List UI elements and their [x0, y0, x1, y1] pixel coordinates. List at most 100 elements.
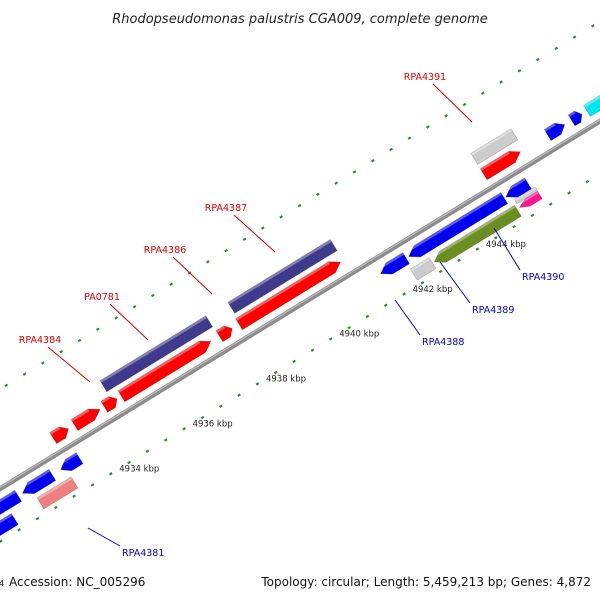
gene-red-small-bevel	[216, 326, 225, 333]
gene-red-long	[117, 340, 212, 403]
footer-summary: Topology: circular; Length: 5,459,213 bp…	[260, 575, 591, 589]
gene-red-short	[479, 151, 521, 181]
tick-dot-upper	[41, 361, 45, 365]
tick-dot-lower	[457, 258, 461, 263]
gene-label: RPA4384	[19, 335, 61, 346]
footer-edge-digit: 4	[0, 579, 4, 588]
gene-navy-bevel	[100, 315, 208, 383]
tick-dot-upper	[4, 383, 9, 388]
tick-dot-upper	[22, 372, 27, 376]
tick-dot-lower	[475, 247, 480, 251]
tick-dot-upper	[535, 57, 540, 62]
tick-dot-upper	[554, 46, 558, 51]
gene-label: RPA4381	[122, 548, 164, 559]
footer-accession: Accession: NC_005296	[9, 575, 145, 589]
tick-dot-lower	[493, 236, 498, 240]
gene-blue-bevel	[405, 192, 503, 254]
tick-dot-lower	[585, 179, 590, 184]
tick-dot-lower	[17, 528, 21, 532]
gene-red-small	[49, 426, 69, 445]
leader-line	[394, 299, 421, 336]
gene-label: RPA4389	[472, 305, 514, 316]
tick-dot-upper	[242, 237, 247, 242]
tick-dot-lower	[402, 292, 406, 296]
tick-dot-upper	[59, 349, 64, 354]
tick-dot-upper	[95, 327, 100, 331]
tick-label: 4938 kbp	[266, 375, 306, 385]
gene-label: RPA4390	[522, 272, 564, 283]
tick-dot-upper	[389, 147, 394, 152]
gene-salmon	[36, 476, 79, 510]
tick-dot-lower	[328, 337, 333, 341]
gene-blue-small-bevel	[568, 111, 576, 117]
tick-dot-upper	[370, 158, 375, 163]
gene-red-small-bevel	[100, 396, 110, 404]
tick-dot-upper	[77, 338, 82, 343]
backbone-line	[0, 118, 600, 492]
tick-dot-lower	[127, 460, 131, 465]
tick-dot-lower	[163, 438, 168, 442]
tick-dot-upper	[169, 282, 174, 286]
gene-red-small	[100, 396, 118, 413]
gene-red-small-bevel	[71, 409, 90, 422]
tick-dot-upper	[480, 91, 485, 96]
leader-line	[432, 83, 473, 123]
gene-gray	[470, 128, 519, 165]
gene-navy	[227, 239, 338, 314]
tick-dot-upper	[279, 215, 284, 219]
tick-label: 4934 kbp	[119, 465, 159, 475]
leader-line	[87, 527, 121, 547]
gene-blue-bevel	[502, 177, 526, 194]
gene-gray-bevel	[514, 186, 537, 202]
tick-dot-lower	[567, 191, 571, 195]
tick-dot-lower	[218, 404, 223, 409]
gene-features	[0, 95, 600, 537]
gene-blue	[60, 452, 84, 472]
gene-red-long	[235, 261, 341, 331]
tick-dot-upper	[499, 80, 504, 84]
tick-dot-lower	[90, 483, 95, 487]
tick-dot-lower	[237, 393, 241, 397]
gene-label: RPA4391	[404, 72, 446, 83]
gene-blue-bevel	[0, 513, 13, 524]
gene-gray-bevel	[410, 257, 431, 272]
tick-dot-upper	[224, 248, 229, 253]
gene-cyan-bevel	[583, 95, 600, 108]
gene-olive-bevel	[430, 205, 516, 259]
gene-labels: RPA4384PA0781RPA4386RPA4387RPA4391RPA438…	[19, 72, 565, 559]
tick-dot-lower	[420, 281, 425, 285]
leader-line	[109, 303, 149, 341]
tick-dot-lower	[347, 325, 351, 330]
gene-red-small	[70, 408, 101, 432]
tick-dot-lower	[438, 269, 443, 274]
gene-blue-small-bevel	[544, 123, 556, 132]
gene-navy	[99, 315, 214, 393]
tick-dot-upper	[260, 226, 265, 230]
gene-gray	[513, 186, 538, 205]
genome-backbone	[0, 118, 600, 492]
tick-label: 4940 kbp	[339, 330, 379, 340]
gene-blue-bevel	[19, 469, 51, 490]
tick-dot-lower	[200, 415, 205, 420]
tick-dot-lower	[108, 472, 113, 476]
tick-label: 4944 kbp	[486, 240, 526, 250]
tick-dot-upper	[297, 203, 302, 208]
tick-dot-lower	[145, 449, 150, 453]
gene-blue	[380, 252, 410, 275]
tick-dot-lower	[310, 348, 315, 352]
leader-line	[493, 227, 521, 271]
gene-blue	[0, 489, 23, 515]
tick-dot-upper	[462, 102, 467, 107]
tick-dot-lower	[182, 427, 186, 431]
leader-line	[172, 256, 213, 295]
tick-dot-upper	[425, 125, 430, 129]
gene-label: RPA4386	[144, 245, 186, 256]
tick-dot-upper	[334, 181, 339, 185]
gene-blue-bevel	[57, 452, 78, 467]
tick-dot-upper	[114, 316, 119, 320]
leader-line	[47, 346, 91, 383]
gene-blue-bevel	[377, 252, 405, 271]
tick-dot-lower	[72, 494, 76, 498]
